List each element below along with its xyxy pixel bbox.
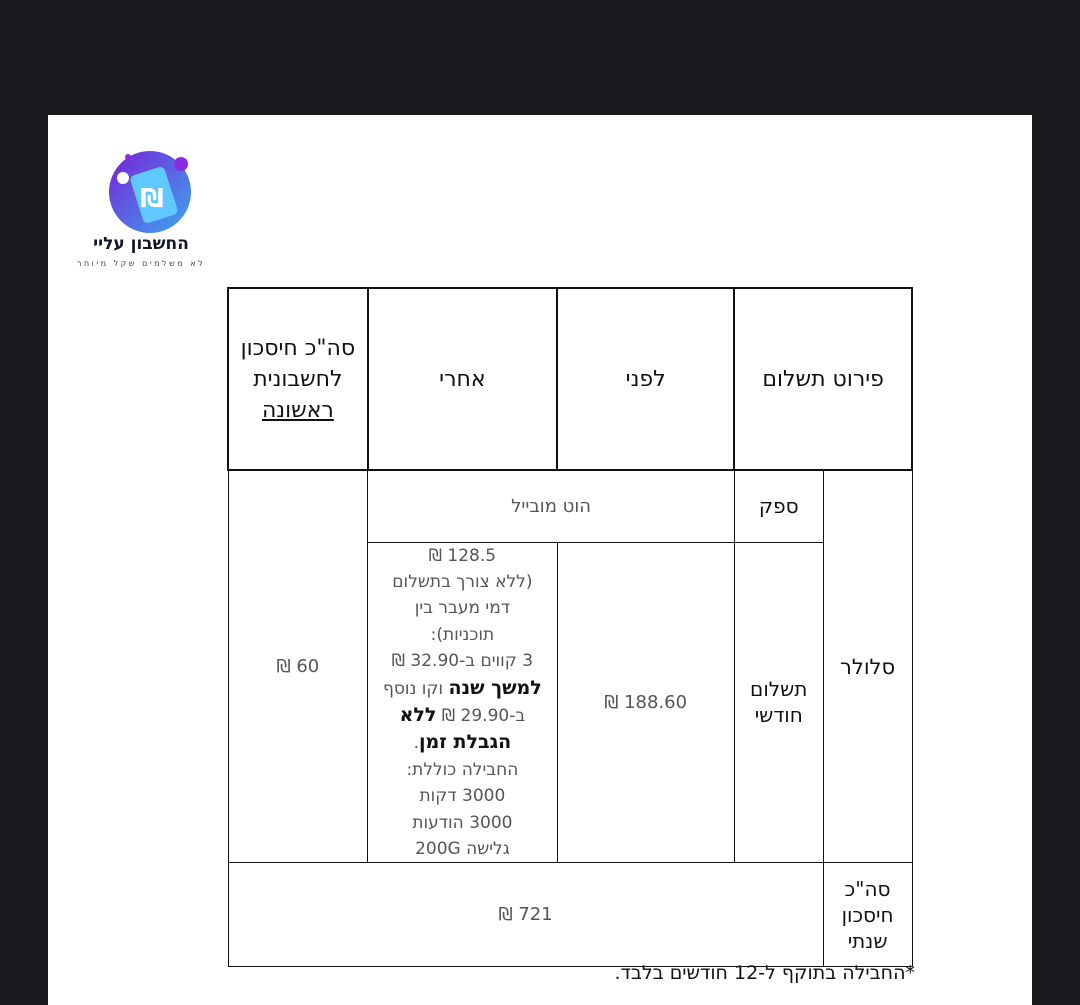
after-line5-rest: וקו נוסף bbox=[382, 678, 449, 699]
header-after: אחרי bbox=[366, 287, 559, 471]
after-line5-bold: למשך שנה bbox=[448, 676, 542, 699]
after-line7-rest: . bbox=[413, 733, 420, 754]
category-cellular: סלולר bbox=[822, 469, 913, 864]
after-line10: 3000 הודעות bbox=[412, 812, 513, 833]
after-monthly-details: 128.5 ₪ (ללא צורך בתשלום דמי מעבר בין תו… bbox=[367, 541, 558, 864]
logo-title: החשבון עליי bbox=[93, 234, 189, 254]
annual-label-line1: סה"כ bbox=[844, 876, 891, 901]
annual-saving-value: 721 ₪ bbox=[227, 862, 824, 968]
after-line2: דמי מעבר בין bbox=[414, 598, 511, 619]
after-line3: תוכניות): bbox=[430, 624, 495, 645]
monthly-label-line1: תשלום bbox=[750, 677, 808, 702]
provider-row: סלולר ספק הוט מובייל 60 ₪ bbox=[227, 469, 913, 864]
table-header-row: פירוט תשלום לפני אחרי סה"כ חיסכון לחשבונ… bbox=[227, 287, 913, 471]
payment-table: פירוט תשלום לפני אחרי סה"כ חיסכון לחשבונ… bbox=[227, 287, 913, 968]
before-monthly-value: 188.60 ₪ bbox=[556, 541, 735, 864]
after-line7-bold: הגבלת זמן bbox=[419, 731, 512, 754]
after-line9: 3000 דקות bbox=[419, 786, 506, 807]
annual-label-line3: שנתי bbox=[847, 928, 888, 953]
svg-text:₪: ₪ bbox=[140, 184, 164, 214]
header-before: לפני bbox=[556, 287, 736, 471]
after-line8: החבילה כוללת: bbox=[406, 759, 519, 780]
header-total-line2: לחשבונית bbox=[253, 366, 343, 392]
monthly-label-line2: חודשי bbox=[754, 703, 803, 728]
provider-label: ספק bbox=[733, 469, 824, 543]
logo-tagline: לא משלמים שקל מיותר bbox=[76, 259, 206, 268]
monthly-row: תשלום חודשי 188.60 ₪ 128.5 ₪ (ללא צורך ב… bbox=[228, 541, 912, 864]
after-line6-bold: ללא bbox=[399, 703, 437, 726]
shekel-phone-icon: ₪ bbox=[109, 151, 191, 233]
provider-value: הוט מובייל bbox=[367, 469, 735, 543]
monthly-label: תשלום חודשי bbox=[733, 541, 824, 864]
after-price: 128.5 ₪ bbox=[428, 545, 497, 566]
header-breakdown: פירוט תשלום bbox=[733, 287, 913, 471]
first-bill-saving: 60 ₪ bbox=[227, 469, 369, 864]
after-line11: גלישה 200G bbox=[415, 838, 510, 859]
annual-saving-label: סה"כ חיסכון שנתי bbox=[822, 862, 913, 968]
header-total-line3: ראשונה bbox=[261, 397, 334, 423]
after-line6-pre: ב-29.90 ₪ bbox=[436, 705, 526, 726]
after-line4: 3 קווים ב-32.90 ₪ bbox=[391, 651, 534, 672]
after-line1: (ללא צורך בתשלום bbox=[392, 571, 533, 592]
footnote: *החבילה בתוקף ל-12 חודשים בלבד. bbox=[614, 962, 915, 984]
annual-saving-row: סה"כ חיסכון שנתי 721 ₪ bbox=[227, 862, 913, 968]
annual-label-line2: חיסכון bbox=[841, 902, 894, 927]
header-total-saving: סה"כ חיסכון לחשבונית ראשונה bbox=[227, 287, 369, 471]
header-total-line1: סה"כ חיסכון bbox=[240, 335, 356, 361]
